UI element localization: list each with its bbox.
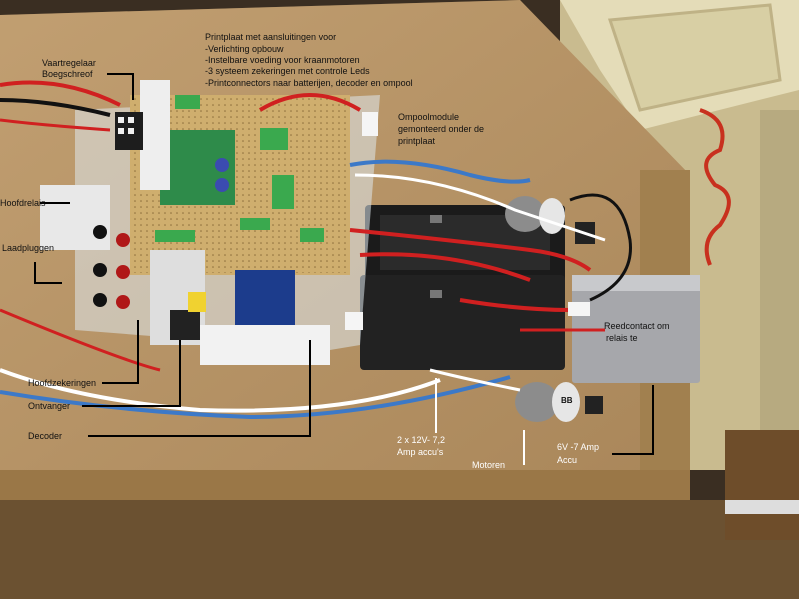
accu-6v-label: 6V -7 Amp <box>557 442 600 452</box>
laadpluggen-label: Laadpluggen <box>2 243 55 253</box>
leader-vaartregelaar <box>107 73 134 100</box>
hoofdzekeringen-label: Hoofdzekeringen <box>28 378 97 388</box>
reedcontact-label: Reedcontact om <box>604 321 670 331</box>
ompoolmodule-label-3: printplaat <box>398 136 436 146</box>
leader-decoder <box>88 340 311 437</box>
motoren-label: Motoren <box>472 460 506 470</box>
motor-bottom <box>515 382 559 422</box>
accu-6v-label-2: Accu <box>557 455 578 465</box>
decoder-board <box>235 270 295 332</box>
ontvanger-label: Ontvanger <box>28 401 71 411</box>
accu-12v-label: 2 x 12V- 7,2 <box>397 435 446 445</box>
motor-bb-marking: BB <box>561 396 573 405</box>
accu-12v-label-2: Amp accu's <box>397 447 444 457</box>
leader-accu6 <box>612 385 654 455</box>
leader-hoofdzekeringen <box>102 320 139 384</box>
ompoolmodule-label-2: gemonteerd onder de <box>398 124 485 134</box>
decoder-label: Decoder <box>28 431 63 441</box>
hoofdrelais-label: Hoofdrelais <box>0 198 46 208</box>
leader-ontvanger <box>82 340 181 407</box>
reedcontact-label-2: relais te <box>606 333 638 343</box>
pcb-line-2: -Instelbare voeding voor kraanmotoren <box>205 55 360 65</box>
battery-6v <box>572 275 700 383</box>
boegschroef-label: Boegschreof <box>42 69 93 79</box>
vaartregelaar-label: Vaartregelaar <box>42 58 96 68</box>
leader-laadpluggen <box>34 262 62 284</box>
pcb-title-label: Printplaat met aansluitingen voor <box>205 32 337 42</box>
ompoolmodule-label: Ompoolmodule <box>398 112 460 122</box>
pcb-line-1: -Verlichting opbouw <box>205 44 284 54</box>
pcb-line-3: -3 systeem zekeringen met controle Leds <box>205 66 370 76</box>
pcb-line-4: -Printconnectors naar batterijen, decode… <box>205 78 413 88</box>
